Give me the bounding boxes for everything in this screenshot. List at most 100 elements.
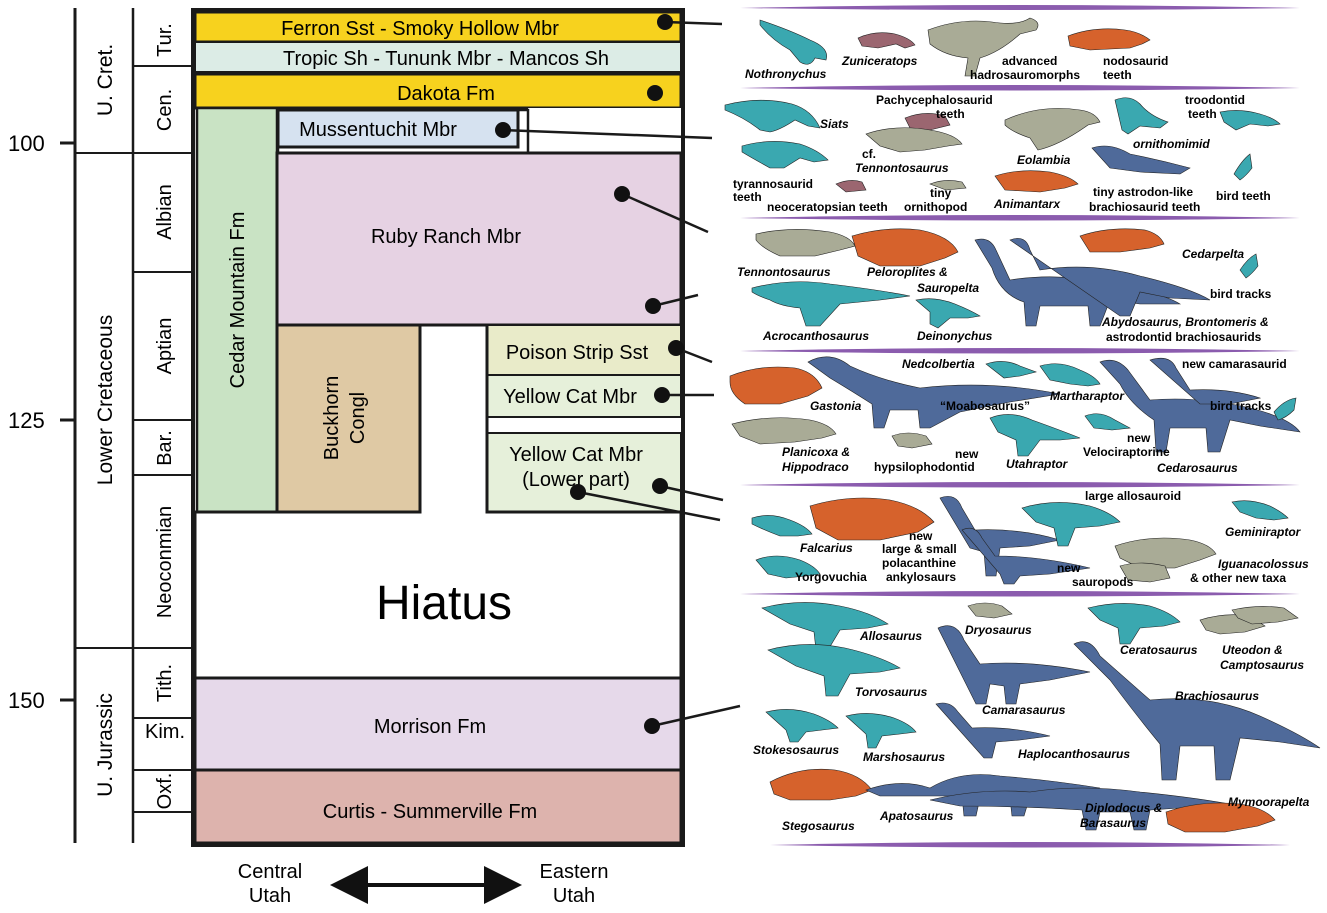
neoceratopsian-silhouette [836,180,866,192]
fauna-new-sauropods-1: new [1057,561,1081,575]
fauna-iguanacolossus-2: & other new taxa [1190,571,1286,585]
fauna-falcarius: Falcarius [800,541,853,555]
fauna-apatosaurus: Apatosaurus [879,809,954,823]
fauna-tyranno-2: teeth [733,190,762,204]
fauna-bird-tracks-b4: bird tracks [1210,399,1272,413]
fauna-advanced-2: hadrosauromorphs [970,68,1080,82]
stage-tith: Tith. [154,664,176,702]
fauna-diplodocus-1: Diplodocus & [1085,801,1162,815]
fauna-poly-1: new [909,529,933,543]
fauna-new-camarasaurid: new camarasaurid [1182,357,1287,371]
fauna-astrodon-2: brachiosaurid teeth [1089,200,1200,214]
unit-ruby-ranch-label: Ruby Ranch Mbr [371,226,521,248]
timescale-columns [75,8,195,843]
fauna-ornithomimid: ornithomimid [1133,137,1210,151]
eolambia-silhouette [1005,108,1100,150]
fauna-poly-3: polacanthine [882,556,956,570]
deinonychus-silhouette [916,299,980,328]
animantarx-silhouette [995,171,1078,192]
fauna-panel: Nothronychus Zuniceratops advanced hadro… [725,5,1320,848]
fauna-abydosaurus-1: Abydosaurus, Brontomeris & [1101,315,1269,329]
gastonia-silhouette [730,367,822,404]
fauna-bird-tracks-b3: bird tracks [1210,287,1272,301]
cedarpelta-silhouette [1080,229,1164,252]
fauna-tyranno-1: tyrannosaurid [733,177,813,191]
axis-central-2: Utah [249,885,291,907]
stegosaurus-silhouette [770,769,872,800]
troodontid-silhouette [1220,110,1280,130]
unit-cedar-mountain-label: Cedar Mountain Fm [227,212,249,389]
geography-axis: Central Utah Eastern Utah [238,861,609,907]
ornithomimid-silhouette [1115,98,1168,134]
fauna-camarasaurus: Camarasaurus [982,703,1066,717]
fauna-planicoxa-1: Planicoxa & [782,445,850,459]
fauna-tiny-2: ornithopod [904,200,967,214]
fauna-stokesosaurus: Stokesosaurus [753,743,839,757]
tyrannosaurid-silhouette [742,141,828,168]
falcarius-silhouette [752,515,812,536]
fauna-peloroplites-1: Peloroplites & [867,265,948,279]
fauna-peloroplites-2: Sauropelta [917,281,979,295]
unit-yellow-cat-lower-label-1: Yellow Cat Mbr [509,444,643,466]
unit-buckhorn-label-1: Buckhorn [321,376,343,461]
zuniceratops-silhouette [858,33,915,48]
epoch-lower-cretaceous: Lower Cretaceous [94,315,117,485]
stage-cen: Cen. [154,89,176,131]
fauna-new-hyp-2: hypsilophodontid [874,460,975,474]
martharaptor-silhouette [1040,364,1100,386]
dryosaurus-silhouette [968,603,1012,618]
fauna-gastonia: Gastonia [810,399,862,413]
geminiraptor-silhouette [1232,501,1288,520]
fauna-diplodocus-2: Barasaurus [1080,816,1146,830]
fauna-eolambia: Eolambia [1017,153,1071,167]
fauna-pachy-1: Pachycephalosaurid [876,93,993,107]
double-arrow-icon [330,866,522,904]
fauna-bird-teeth: bird teeth [1216,189,1271,203]
camarasaurus-silhouette [938,626,1090,704]
fauna-brachiosaurus: Brachiosaurus [1175,689,1259,703]
fauna-new-hyp-1: new [955,447,979,461]
unit-morrison-label: Morrison Fm [374,716,486,738]
fauna-deinonychus: Deinonychus [917,329,993,343]
epoch-u-jurassic: U. Jurassic [94,693,117,797]
fauna-tiny-1: tiny [930,186,952,200]
fauna-large-allosauroid: large allosauroid [1085,489,1181,503]
fauna-troodontid-1: troodontid [1185,93,1245,107]
fauna-pachy-2: teeth [936,107,965,121]
fauna-martharaptor: Martharaptor [1050,389,1125,403]
fauna-geminiraptor: Geminiraptor [1225,525,1302,539]
nothronychus-silhouette [760,20,827,64]
fauna-tennontosaurus-b2: Tennontosaurus [855,161,949,175]
stage-albian: Albian [154,184,176,240]
fauna-poly-2: large & small [882,542,957,556]
fauna-cedarosaurus: Cedarosaurus [1157,461,1238,475]
fauna-iguanacolossus-1: Iguanacolossus [1218,557,1309,571]
fauna-neoceratopsian: neoceratopsian teeth [767,200,888,214]
age-axis: 100 125 150 [8,8,75,843]
bird-tracks-b4-silhouette [1274,398,1296,420]
bird-silhouette [1234,154,1252,180]
fauna-haplocanthosaurus: Haplocanthosaurus [1018,747,1130,761]
siats-silhouette [725,100,820,132]
stage-kim: Kim. [145,721,185,743]
velociraptorine-silhouette [1085,414,1130,430]
stokesosaurus-silhouette [766,709,838,742]
stage-neocomian: Neoconmian [154,506,176,618]
marshosaurus-silhouette [846,713,916,748]
fauna-troodontid-2: teeth [1188,107,1217,121]
axis-eastern-2: Utah [553,885,595,907]
nodosaurid-silhouette [1068,29,1150,50]
unit-poison-strip-label: Poison Strip Sst [506,342,649,364]
unit-dakota-label: Dakota Fm [397,83,495,105]
fauna-cf: cf. [862,147,876,161]
fauna-torvosaurus: Torvosaurus [855,685,928,699]
fauna-acrocanthosaurus: Acrocanthosaurus [762,329,869,343]
nedcolbertia-silhouette [986,361,1036,378]
fauna-zuniceratops: Zuniceratops [841,54,918,68]
fauna-nothronychus: Nothronychus [745,67,827,81]
stage-oxf: Oxf. [154,773,176,810]
axis-central-1: Central [238,861,302,883]
tennontosaurus-small-silhouette [866,128,962,152]
fauna-tennontosaurus: Tennontosaurus [737,265,831,279]
